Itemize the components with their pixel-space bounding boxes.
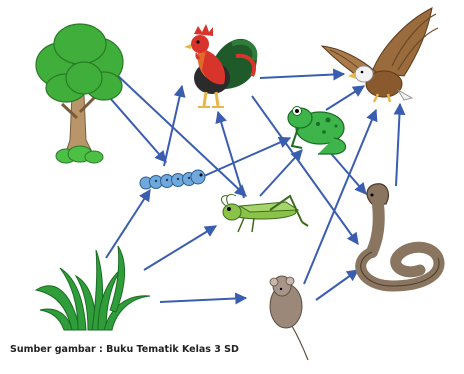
arrow-caterpillar-to-rooster [164, 86, 182, 166]
tree-icon [36, 24, 123, 163]
image-source-caption: Sumber gambar : Buku Tematik Kelas 3 SD [10, 344, 239, 355]
mouse-icon [270, 276, 308, 360]
arrow-frog-to-snake [328, 150, 366, 194]
frog-icon [288, 107, 346, 155]
arrow-grass-to-caterpillar [106, 190, 150, 258]
arrow-grass-to-mouse [160, 298, 246, 302]
arrow-grasshopper-to-rooster [218, 112, 244, 198]
eagle-icon [322, 8, 438, 102]
arrow-frog-to-eagle [326, 86, 364, 110]
arrow-snake-to-eagle [396, 104, 400, 186]
caterpillar-icon [140, 170, 205, 189]
rooster-icon [184, 24, 257, 107]
grass-icon [36, 246, 150, 330]
arrow-rooster-to-eagle [260, 74, 344, 78]
grasshopper-icon [222, 194, 308, 232]
arrow-caterpillar-to-frog [204, 138, 290, 176]
arrow-grass-to-grasshopper [144, 226, 216, 270]
snake-icon [361, 184, 439, 286]
arrow-tree-to-caterpillar [110, 98, 166, 162]
arrow-mouse-to-snake [316, 270, 358, 300]
